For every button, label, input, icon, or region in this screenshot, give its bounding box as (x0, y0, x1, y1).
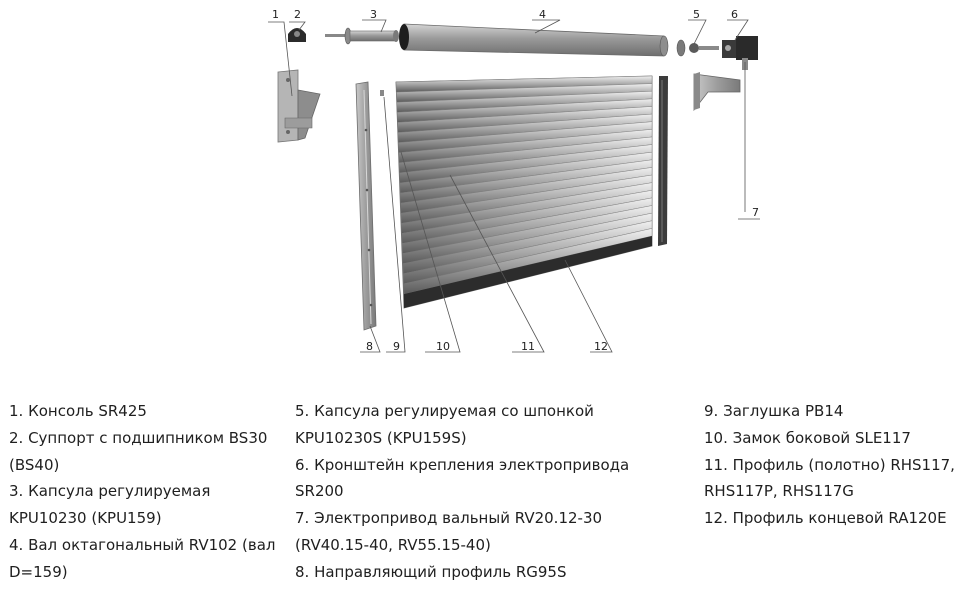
callout-3: 3 (370, 8, 377, 21)
legend-line: 3. Капсула регулируемая (9, 482, 211, 501)
legend-line: 5. Капсула регулируемая со шпонкой (295, 402, 594, 420)
curtain-slats-part (395, 75, 653, 309)
legend-line: 4. Вал октагональный RV102 (вал (9, 535, 276, 554)
octagonal-shaft-part (399, 23, 669, 57)
legend-line: KPU10230S (KPU159S) (295, 428, 467, 447)
legend-line: (BS40) (9, 455, 60, 474)
right-console-part (693, 72, 741, 112)
legend-column-2: 5. Капсула регулируемая со шпонкой KPU10… (295, 398, 629, 586)
callout-10: 10 (436, 340, 450, 353)
exploded-diagram: 1 2 3 4 5 6 7 8 9 10 11 12 (268, 8, 760, 353)
legend-line: 10. Замок боковой SLE117 (704, 428, 911, 447)
callout-1: 1 (272, 8, 279, 21)
callout-7: 7 (752, 206, 759, 219)
legend-line: 9. Заглушка PB14 (704, 402, 844, 420)
motor-bracket-part (722, 36, 758, 70)
end-profile-part (404, 236, 652, 308)
legend-line: SR200 (295, 482, 344, 501)
legend-line: 8. Направляющий профиль RG95S (295, 562, 567, 581)
legend-line: D=159) (9, 562, 68, 581)
legend-line: 7. Электропривод вальный RV20.12-30 (295, 509, 603, 528)
legend-line: KPU10230 (KPU159) (9, 509, 162, 528)
callout-8: 8 (366, 340, 373, 353)
legend-line: 1. Консоль SR425 (9, 402, 147, 420)
callout-11: 11 (521, 340, 535, 353)
callout-2: 2 (294, 8, 301, 21)
right-rail-part (658, 76, 668, 246)
guide-profile-part (355, 81, 377, 331)
callout-6: 6 (731, 8, 738, 21)
legend-column-1: 1. Консоль SR425 2. Суппорт с подшипнико… (9, 398, 275, 586)
capsule-part (325, 27, 399, 45)
console-part (277, 69, 321, 143)
legend-line: 2. Суппорт с подшипником BS30 (9, 428, 268, 447)
legend-line: RHS117P, RHS117G (704, 482, 854, 501)
leader-lines (268, 19, 760, 353)
capsule-key-part (676, 39, 719, 57)
callout-4: 4 (539, 8, 546, 21)
legend-line: 6. Кронштейн крепления электропривода (295, 455, 630, 474)
callout-9: 9 (393, 340, 400, 353)
plug-part (380, 90, 384, 96)
callout-12: 12 (594, 340, 608, 353)
legend-line: (RV40.15-40, RV55.15-40) (295, 535, 491, 554)
legend-line: 11. Профиль (полотно) RHS117, (704, 455, 955, 474)
legend-line: 12. Профиль концевой RA120E (704, 509, 947, 528)
legend-column-3: 9. Заглушка PB14 10. Замок боковой SLE11… (704, 398, 955, 532)
callout-5: 5 (693, 8, 700, 21)
support-bearing-part (288, 28, 306, 42)
